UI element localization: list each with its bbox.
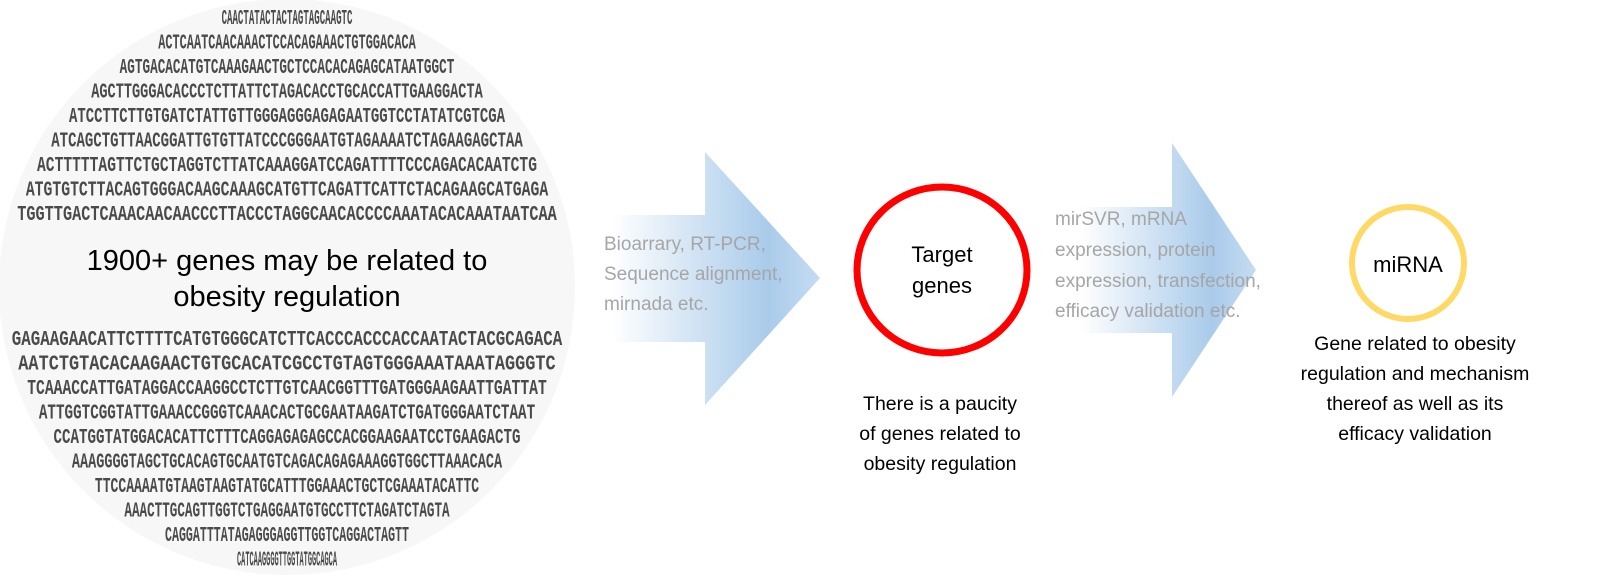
mirna-caption-line-1: Gene related to obesity bbox=[1314, 333, 1516, 355]
mirna-ring bbox=[1349, 204, 1467, 322]
mirna-label: miRNA bbox=[1373, 252, 1443, 277]
mirna-caption-line-2: regulation and mechanism bbox=[1301, 363, 1530, 385]
target-genes-label-line-1: Target bbox=[911, 242, 972, 267]
target-genes-caption-line-3: obesity regulation bbox=[864, 453, 1017, 475]
step1-method-line-3: mirnada etc. bbox=[604, 294, 709, 315]
dna-sequence-line: CAACTATACTACTAGTAGCAAGTC bbox=[222, 8, 353, 31]
target-genes-label-line-2: genes bbox=[912, 273, 972, 298]
dna-sequence-line: AGTGACACATGTCAAAGAACTGCTCCACACAGAGCATAAT… bbox=[120, 57, 455, 80]
dna-sequence-line: AAACTTGCAGTTGGTCTGAGGAATGTGCCTTCTAGATCTA… bbox=[124, 501, 449, 524]
arrow-1 bbox=[612, 152, 820, 405]
step2-method-line-1: mirSVR, mRNA bbox=[1055, 209, 1187, 230]
target-genes-caption-line-2: of genes related to bbox=[859, 423, 1021, 445]
dna-sequence-line: ACTTTTTAGTTCTGCTAGGTCTTATCAAAGGATCCAGATT… bbox=[37, 155, 537, 178]
dna-sequence-texture: CAACTATACTACTAGTAGCAAGTCACTCAATCAACAAACT… bbox=[12, 8, 563, 573]
mirna-caption-line-3: thereof as well as its bbox=[1327, 393, 1504, 415]
gene-pool-title-line-2: obesity regulation bbox=[173, 281, 400, 313]
dna-sequence-line: AATCTGTACACAAGAACTGTGCACATCGCCTGTAGTGGGA… bbox=[18, 354, 556, 377]
arrow-2 bbox=[1080, 143, 1256, 397]
dna-sequence-line: AGCTTGGGACACCCTCTTATTCTAGACACCTGCACCATTG… bbox=[91, 82, 483, 105]
gene-pool-title-line-1: 1900+ genes may be related to bbox=[87, 245, 488, 277]
dna-sequence-line: TGGTTGACTCAAACAACAACCCTTACCCTAGGCAACACCC… bbox=[17, 204, 557, 227]
dna-sequence-line: ACTCAATCAACAAACTCCACAGAAACTGTGGACACA bbox=[158, 33, 416, 56]
dna-sequence-line: TCAAACCATTGATAGGACCAAGGCCTCTTGTCAACGGTTT… bbox=[27, 378, 546, 401]
dna-sequence-line: CCATGGTATGGACACATTCTTTCAGGAGAGAGCCACGGAA… bbox=[54, 427, 521, 450]
dna-sequence-line: GAGAAGAACATTCTTTTCATGTGGGCATCTTCACCCACCC… bbox=[12, 329, 563, 352]
dna-sequence-line: ATCAGCTGTTAACGGATTGTGTTATCCCGGGAATGTAGAA… bbox=[51, 131, 523, 154]
step2-method-line-2: expression, protein bbox=[1055, 240, 1216, 261]
step1-method-line-2: Sequence alignment, bbox=[604, 264, 783, 285]
mirna-caption-line-4: efficacy validation bbox=[1338, 423, 1492, 445]
dna-sequence-line: TTCCAAAATGTAAGTAAGTATGCATTTGGAAACTGCTCGA… bbox=[95, 476, 480, 499]
step2-method-line-3: expression, transfection, bbox=[1055, 271, 1261, 292]
step2-method-line-4: efficacy validation etc. bbox=[1055, 301, 1241, 322]
step1-method-line-1: Bioarrary, RT-PCR, bbox=[604, 234, 766, 255]
target-genes-ring bbox=[853, 183, 1031, 357]
dna-sequence-line: AAAGGGGTAGCTGCACAGTGCAATGTCAGACAGAGAAAGG… bbox=[72, 452, 503, 475]
dna-sequence-line: ATTGGTCGGTATTGAAACCGGGTCAAACACTGCGAATAAG… bbox=[39, 403, 535, 426]
dna-sequence-line: CATCAAGGGGTTGGTATGGCAGCA bbox=[237, 550, 337, 573]
dna-sequence-line: CAGGATTTATAGAGGGAGGTTGGTCAGGACTAGTT bbox=[165, 525, 409, 548]
target-genes-caption-line-1: There is a paucity bbox=[863, 393, 1017, 415]
dna-sequence-line: ATCCTTCTTGTGATCTATTGTTGGGAGGGAGAGAATGGTC… bbox=[69, 106, 505, 129]
dna-sequence-line: ATGTGTCTTACAGTGGGACAAGCAAAGCATGTTCAGATTC… bbox=[26, 180, 549, 203]
gene-pool-circle: CAACTATACTACTAGTAGCAAGTCACTCAATCAACAAACT… bbox=[0, 0, 575, 575]
